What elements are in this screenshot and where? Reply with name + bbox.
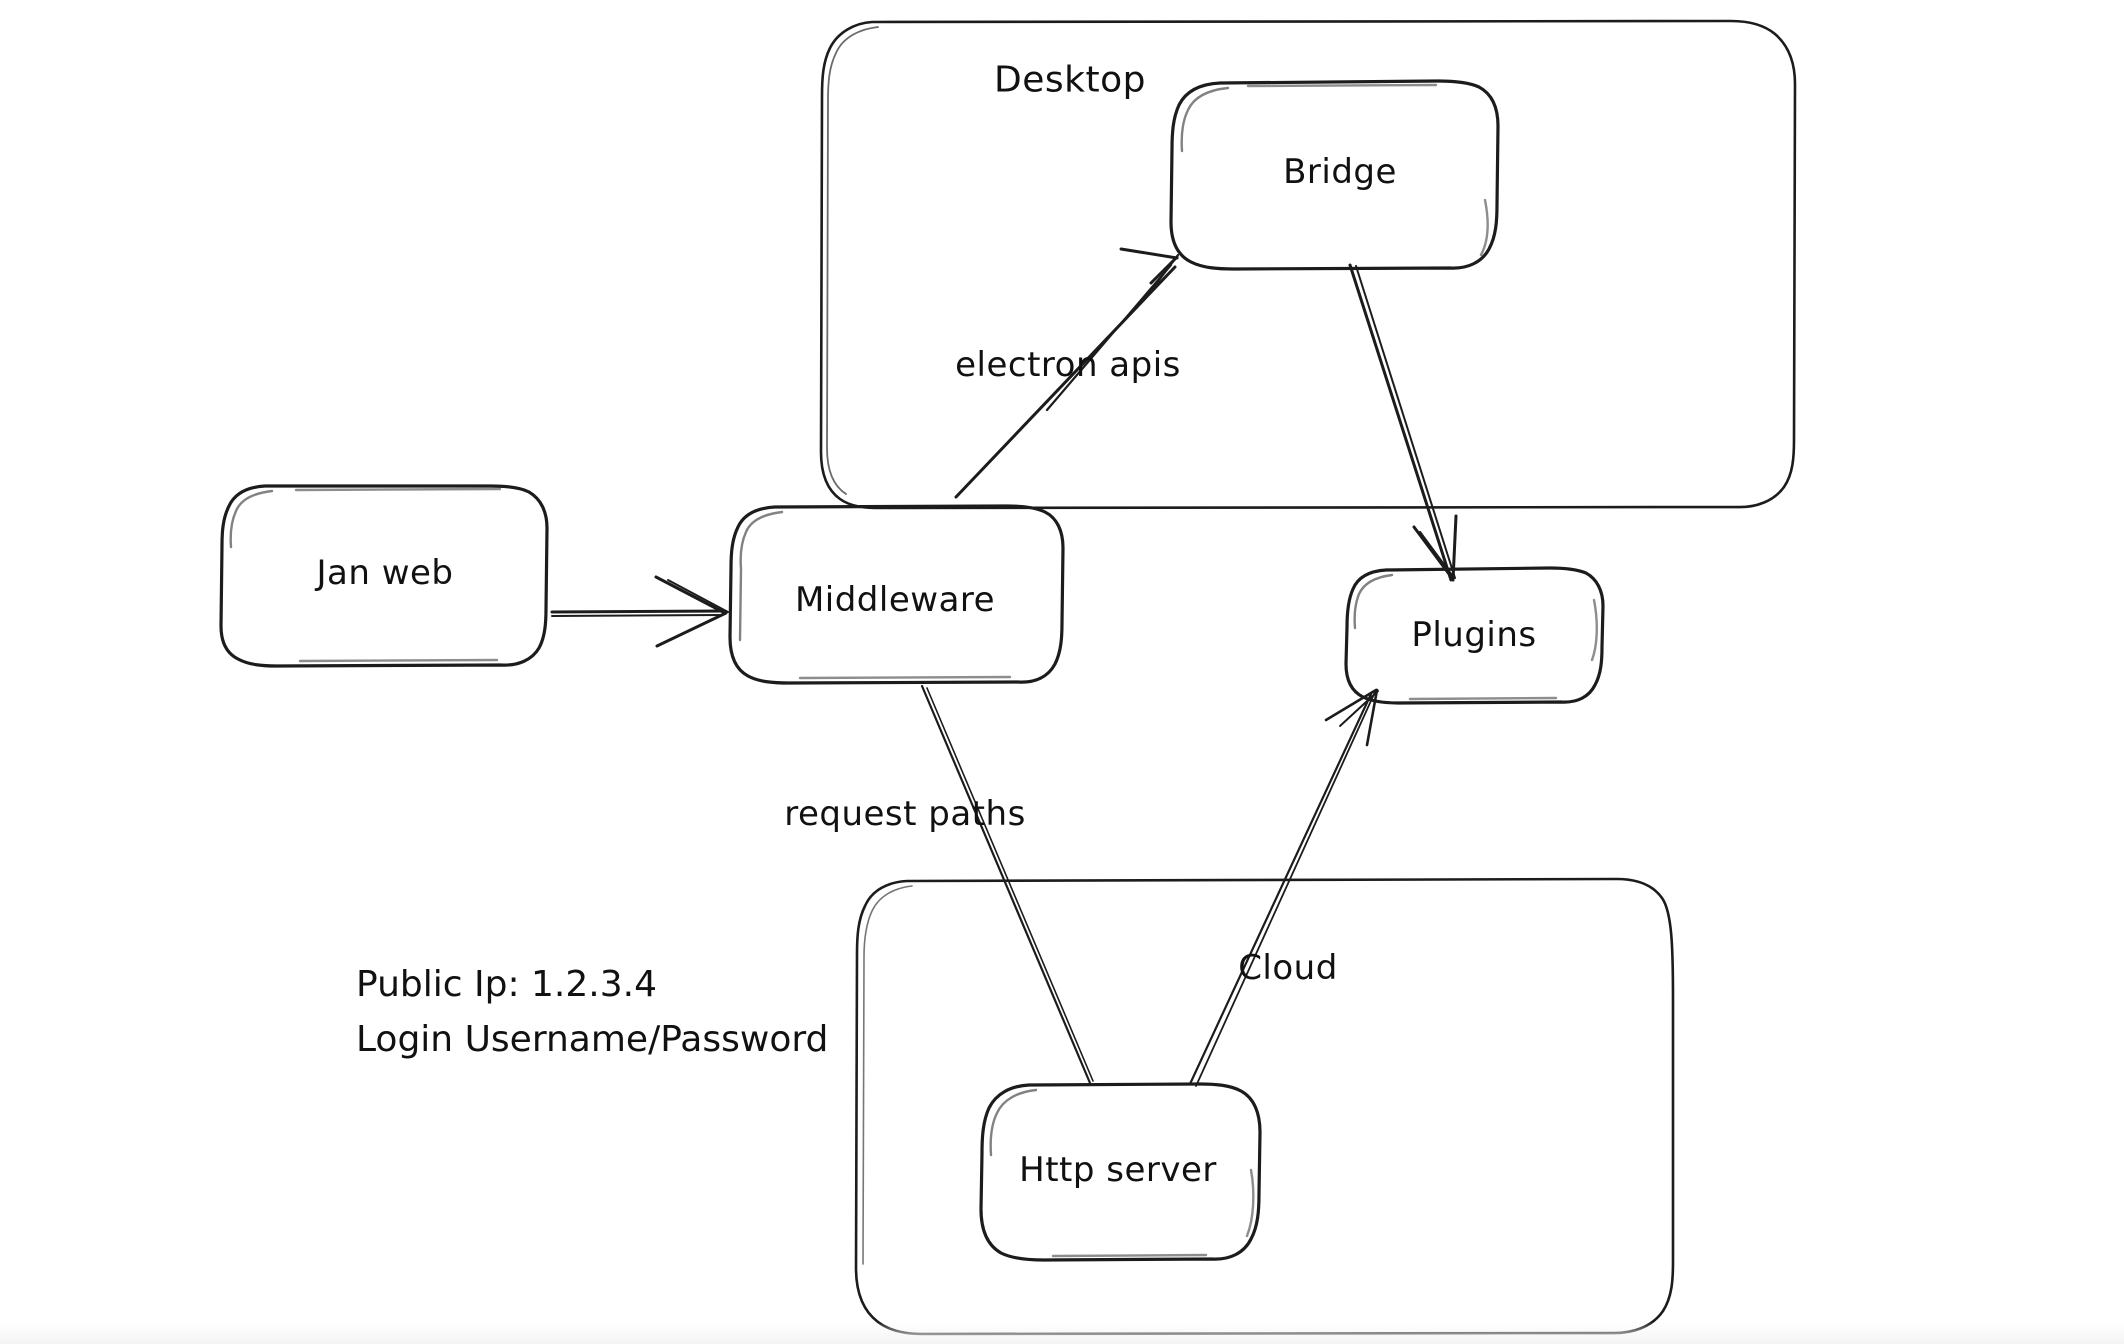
note-public-ip: Public Ip: 1.2.3.4 [356,964,657,1005]
node-http-server[interactable] [979,1082,1262,1262]
note-login-credentials: Login Username/Password [356,1019,829,1060]
edge-middleware-to-http-server [920,684,1094,1085]
node-middleware[interactable] [728,504,1065,685]
edge-jan-web-to-middleware [550,575,729,648]
edge-label-request-paths: request paths [784,794,1026,834]
edge-label-electron-apis: electron apis [955,345,1181,385]
node-label-http-server: Http server [1019,1150,1217,1190]
edge-label-cloud: Cloud [1238,948,1338,988]
node-jan-web[interactable] [219,484,549,668]
edge-bridge-to-plugins [1348,263,1458,582]
container-desktop [819,19,1797,510]
node-label-jan-web: Jan web [316,553,454,593]
bottom-gradient-band [0,1322,2124,1344]
node-label-bridge: Bridge [1283,152,1397,192]
container-label-desktop: Desktop [994,59,1146,101]
node-bridge[interactable] [1169,79,1500,271]
node-label-plugins: Plugins [1411,615,1537,655]
node-label-middleware: Middleware [794,580,996,620]
node-plugins[interactable] [1344,566,1605,705]
edge-http-server-to-plugins [1188,688,1379,1087]
edge-middleware-to-bridge [954,247,1180,499]
